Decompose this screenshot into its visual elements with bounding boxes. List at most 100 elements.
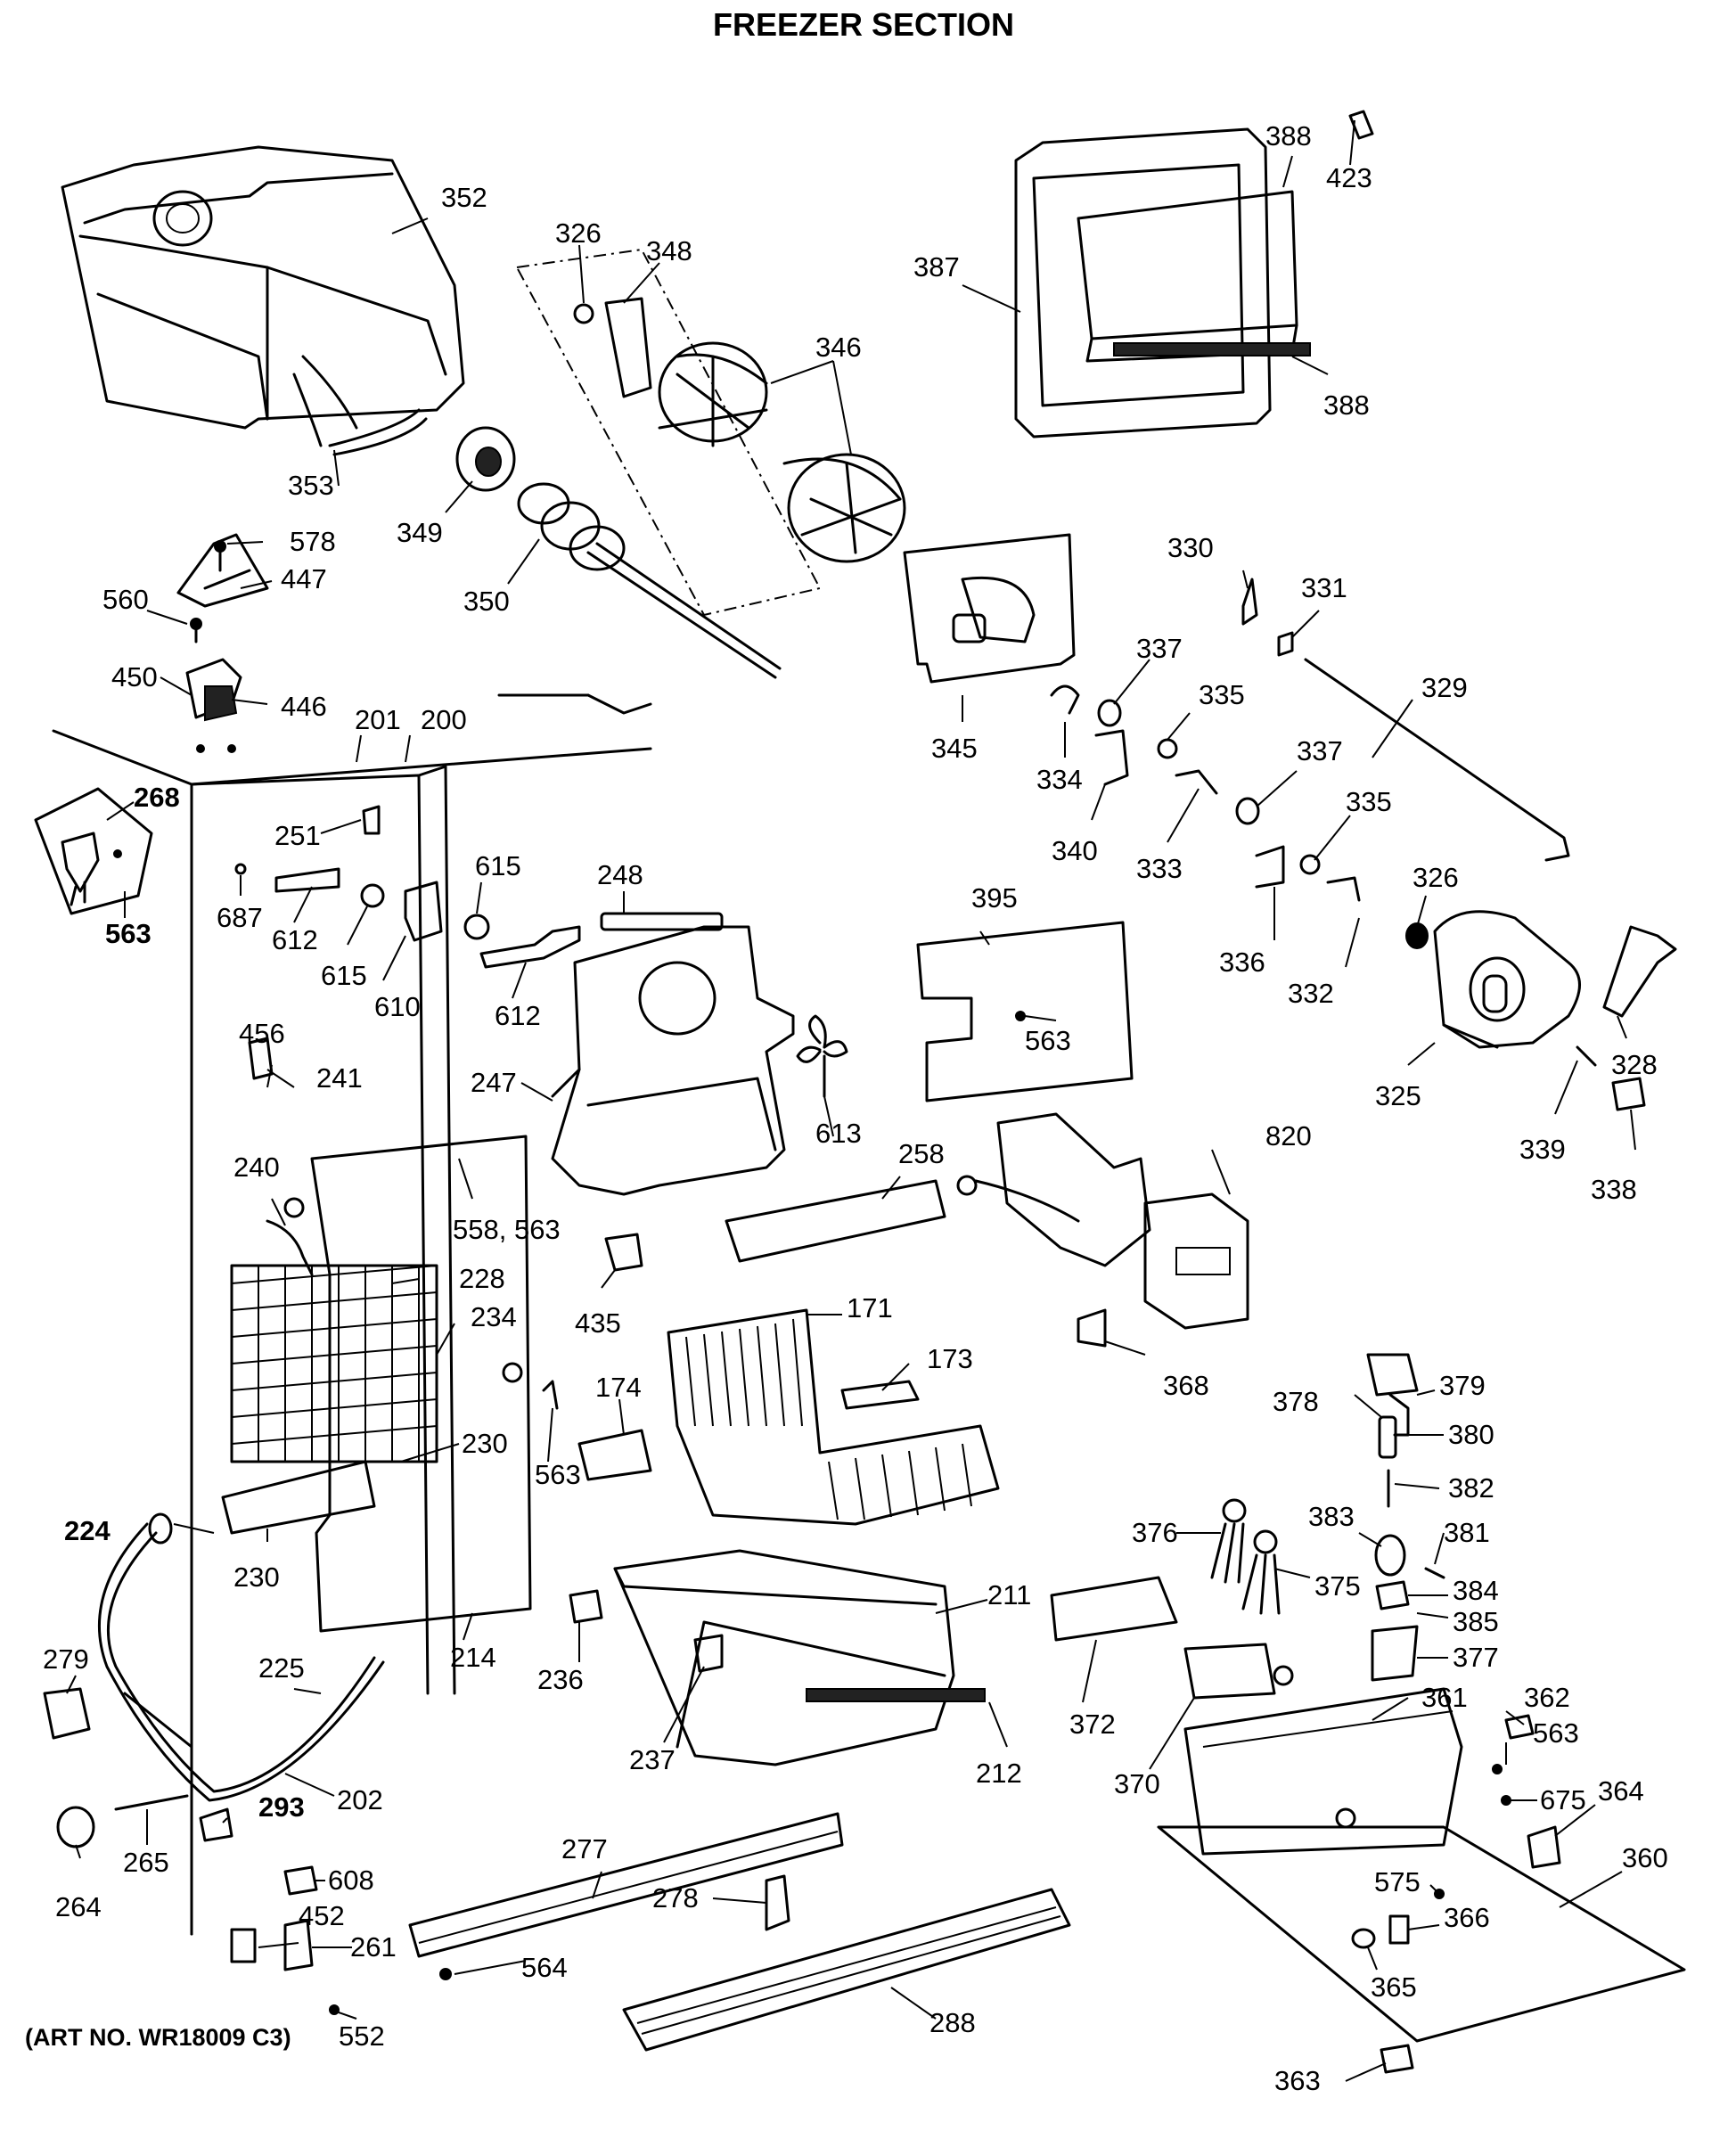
label-423: 423 [1326,162,1372,193]
label-387: 387 [913,251,960,283]
label-377: 377 [1453,1642,1499,1673]
housing-360 [1157,1687,1686,2043]
label-388: 388 [1265,120,1312,152]
label-288: 288 [929,2007,976,2038]
label-330: 330 [1167,532,1214,563]
bearing-326b [1405,922,1429,949]
label-247: 247 [471,1067,517,1098]
label-575: 575 [1374,1866,1421,1897]
plate-348 [604,297,652,398]
clip-331 [1277,631,1294,657]
label-339: 339 [1519,1134,1566,1165]
label-337: 337 [1297,735,1343,766]
label-228: 228 [459,1263,505,1294]
label-563: 563 [105,918,151,949]
roller-278 [765,1874,790,1931]
part-labels: 352 326 348 346 388 423 387 388 353 349 … [43,120,1668,2096]
fan-shroud-247 [551,912,795,1196]
label-820: 820 [1265,1120,1312,1151]
strip-248 [600,912,724,931]
label-375: 375 [1314,1570,1361,1602]
arm-340 [1094,729,1129,786]
label-353: 353 [288,470,334,501]
auger-assembly [328,408,782,679]
label-200: 200 [421,704,467,735]
bracket-174 [577,1429,652,1481]
label-383: 383 [1308,1501,1355,1532]
spring-337b [1235,797,1260,825]
label-615: 615 [475,850,521,881]
label-376: 376 [1132,1517,1178,1548]
fan-blade-613 [796,1014,848,1098]
plunger-380 [1378,1415,1397,1459]
lever-333 [1175,769,1218,795]
label-331: 331 [1301,572,1347,603]
hinge-293 [199,1807,233,1842]
drain-tube-224 [43,1512,385,1802]
label-237: 237 [629,1744,676,1775]
arm-336 [1255,845,1285,889]
label-340: 340 [1052,835,1098,866]
bracket-612b [479,925,581,969]
shaft-265 [114,1794,189,1811]
label-248: 248 [597,859,643,890]
screw-675 [1501,1795,1511,1806]
label-395: 395 [971,882,1018,914]
label-225: 225 [258,1652,305,1684]
label-610: 610 [374,991,421,1022]
label-378: 378 [1273,1386,1319,1417]
solenoid-379 [1366,1353,1419,1437]
label-279: 279 [43,1643,89,1675]
label-612: 612 [272,924,318,955]
wire-376 [1210,1498,1247,1584]
label-265: 265 [123,1847,169,1878]
label-452: 452 [299,1900,345,1931]
screw-563c [542,1380,559,1410]
clip-237 [693,1634,724,1673]
wire-basket-171 [667,1308,1000,1526]
label-363: 363 [1274,2065,1321,2096]
bracket-279 [43,1687,91,1740]
label-173: 173 [927,1343,973,1374]
label-230: 230 [233,1561,280,1593]
part-365 [1351,1928,1376,1949]
label-325: 325 [1375,1080,1421,1111]
label-333: 333 [1136,853,1183,884]
label-372: 372 [1069,1709,1116,1740]
label-346: 346 [815,332,862,363]
label-251: 251 [274,820,321,851]
plate-452 [230,1928,257,1963]
leader-lines [66,119,1636,2082]
washer-335b [1299,854,1321,875]
label-447: 447 [281,563,327,594]
label-171: 171 [847,1292,893,1324]
screw-564 [439,1968,452,1980]
spring-337a [1097,699,1122,727]
label-258: 258 [898,1138,945,1169]
washer-335a [1157,738,1178,759]
auger-motor-325 [1433,910,1581,1049]
label-329: 329 [1421,672,1468,703]
clip-384 [1375,1580,1410,1610]
label-224: 224 [64,1515,111,1546]
clip-362 [1504,1714,1535,1740]
screw-552 [329,2004,340,2015]
label-234: 234 [471,1301,517,1332]
switch-251 [362,805,381,835]
label-293: 293 [258,1791,305,1823]
label-236: 236 [537,1664,584,1695]
bracket-173 [840,1380,920,1410]
label-326: 326 [555,217,602,249]
label-362: 362 [1524,1682,1570,1713]
dispenser-door-387 [1014,110,1374,438]
hinge-261 [283,1919,314,1971]
label-612: 612 [495,1000,541,1031]
label-675: 675 [1540,1784,1586,1815]
label-381: 381 [1444,1517,1490,1548]
label-687: 687 [217,902,263,933]
label-615: 615 [321,960,367,991]
bracket-446-447 [176,533,269,722]
clip-366 [1388,1914,1410,1945]
label-338: 338 [1591,1174,1637,1205]
